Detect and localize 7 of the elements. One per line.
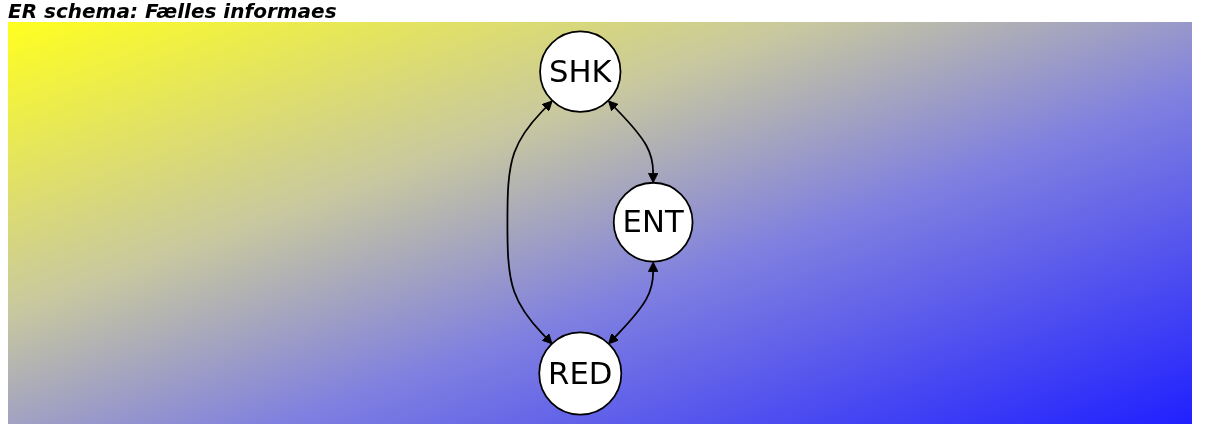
node-circle: RED (538, 331, 623, 416)
title: ER schema: Fælles informaes (8, 0, 337, 22)
node-circle: SHK (539, 30, 622, 113)
arrow (608, 261, 659, 345)
arrow (608, 100, 659, 184)
arrow (506, 100, 553, 345)
node-circle: ENT (612, 181, 694, 263)
